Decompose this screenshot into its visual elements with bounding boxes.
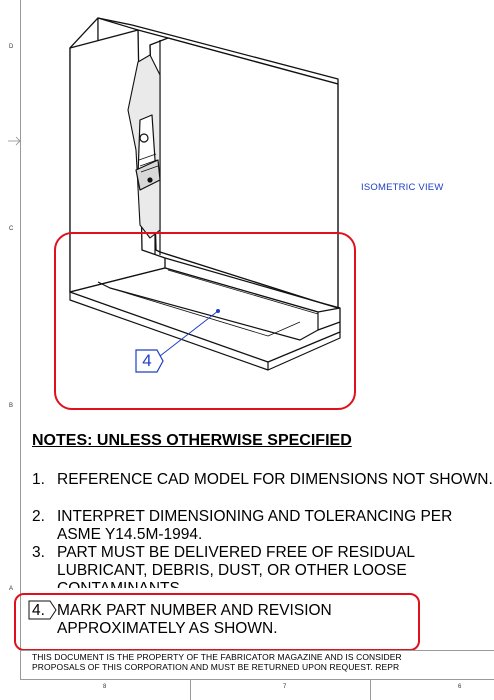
zone-number-6: 6 — [458, 684, 462, 690]
note-text: MARK PART NUMBER AND REVISION APPROXIMAT… — [57, 602, 332, 637]
footer-rule — [20, 650, 494, 651]
footer-line-1: THIS DOCUMENT IS THE PROPERTY OF THE FAB… — [32, 652, 402, 662]
zone-divider — [190, 680, 191, 700]
zone-number-8: 8 — [103, 684, 107, 690]
drawing-border-bottom — [20, 679, 494, 680]
note-number: 3. — [32, 544, 45, 561]
zone-divider — [370, 680, 371, 700]
flag-note-balloon — [135, 349, 164, 373]
note-number: 1. — [32, 471, 45, 488]
zone-letter-d: D — [9, 44, 14, 50]
note-number: 4. — [32, 602, 45, 619]
note-text: REFERENCE CAD MODEL FOR DIMENSIONS NOT S… — [57, 471, 493, 488]
notes-title: NOTES: UNLESS OTHERWISE SPECIFIED — [32, 432, 352, 449]
note-text: INTERPRET DIMENSIONING AND TOLERANCING P… — [57, 508, 453, 543]
note-text: PART MUST BE DELIVERED FREE OF RESIDUAL … — [57, 544, 415, 588]
view-label: ISOMETRIC VIEW — [361, 182, 444, 193]
zone-number-7: 7 — [283, 684, 287, 690]
footer-line-2: PROPOSALS OF THIS CORPORATION AND MUST B… — [32, 662, 400, 672]
highlight-box-note-4 — [14, 593, 420, 651]
leader-line — [159, 310, 219, 357]
highlight-box-part-mark — [54, 232, 356, 410]
drawing-border-left — [20, 0, 21, 680]
zone-letter-a: A — [9, 586, 14, 592]
balloon-number: 4 — [142, 351, 152, 370]
zone-letter-b: B — [9, 403, 14, 409]
zone-letter-c: C — [9, 226, 14, 232]
note-number: 2. — [32, 508, 45, 525]
